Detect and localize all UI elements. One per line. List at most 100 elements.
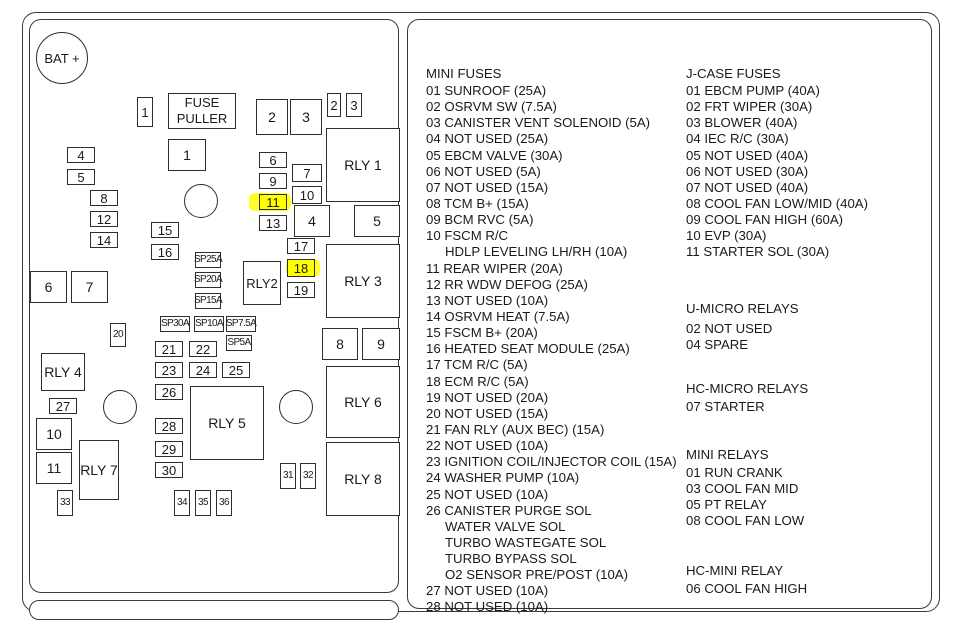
right_column-line: 03 BLOWER (40A)	[686, 115, 798, 130]
fuse-24: 24	[189, 362, 217, 378]
left_column-line: 11 REAR WIPER (20A)	[426, 261, 563, 276]
right_column-line: 07 NOT USED (40A)	[686, 180, 809, 195]
left_column-line: TURBO WASTEGATE SOL	[445, 535, 607, 550]
fuse-2: 2	[327, 93, 341, 117]
spare-fuse-sp10a: SP10A	[194, 316, 224, 332]
fuse-10: 10	[292, 186, 322, 204]
left_column-line: HDLP LEVELING LH/RH (10A)	[445, 244, 628, 259]
fuse-14: 14	[90, 232, 118, 248]
right_column-line: 08 COOL FAN LOW/MID (40A)	[686, 196, 868, 211]
right_column-line: 09 COOL FAN HIGH (60A)	[686, 212, 844, 227]
left_column-line: 03 CANISTER VENT SOLENOID (5A)	[426, 115, 651, 130]
right_column-line: HC-MINI RELAY	[686, 563, 784, 578]
fuse-8: 8	[90, 190, 118, 206]
left_column-line: TURBO BYPASS SOL	[445, 551, 577, 566]
mounting-hole-3	[279, 390, 313, 424]
right_column-line: 05 NOT USED (40A)	[686, 148, 809, 163]
fuse-26: 26	[155, 384, 183, 400]
battery-terminal: BAT +	[36, 32, 88, 84]
left_column-line: O2 SENSOR PRE/POST (10A)	[445, 567, 628, 582]
left_column-line: 14 OSRVM HEAT (7.5A)	[426, 309, 570, 324]
fuse-15: 15	[151, 222, 179, 238]
left_column-line: 21 FAN RLY (AUX BEC) (15A)	[426, 422, 605, 437]
fuse-11: 11	[259, 194, 287, 210]
right_column-line: 10 EVP (30A)	[686, 228, 767, 243]
relay-rly-1: RLY 1	[326, 128, 400, 202]
right_column-line: 04 IEC R/C (30A)	[686, 131, 789, 146]
right_column-line: 02 FRT WIPER (30A)	[686, 99, 813, 114]
left_column-line: 05 EBCM VALVE (30A)	[426, 148, 563, 163]
fuse-28: 28	[155, 418, 183, 434]
fuse-30: 30	[155, 462, 183, 478]
fuse-19: 19	[287, 282, 315, 298]
fuse-27: 27	[49, 398, 77, 414]
left_column-line: 07 NOT USED (15A)	[426, 180, 549, 195]
legend-panel	[407, 19, 932, 609]
fuse-22: 22	[189, 341, 217, 357]
left_column-line: 20 NOT USED (15A)	[426, 406, 549, 421]
right_column-line: 08 COOL FAN LOW	[686, 513, 805, 528]
spare-fuse-sp7-5a: SP7.5A	[226, 316, 257, 332]
spare-fuse-sp5a: SP5A	[226, 335, 252, 351]
fuse-13: 13	[259, 215, 287, 231]
right_column-line: MINI RELAYS	[686, 447, 769, 462]
lower-panel-edge	[29, 600, 399, 620]
fuse-7: 7	[71, 271, 108, 303]
relay-rly2: RLY2	[243, 261, 281, 305]
fuse-18: 18	[287, 259, 315, 277]
left_column-line: 24 WASHER PUMP (10A)	[426, 470, 580, 485]
left_column-line: 25 NOT USED (10A)	[426, 487, 549, 502]
fuse-5: 5	[67, 169, 95, 185]
spare-fuse-sp15a: SP15A	[194, 293, 223, 309]
relay-rly-5: RLY 5	[190, 386, 264, 460]
left_column-line: 22 NOT USED (10A)	[426, 438, 549, 453]
fuse-20: 20	[110, 323, 126, 347]
right_column-line: 02 NOT USED	[686, 321, 773, 336]
left_column-line: 01 SUNROOF (25A)	[426, 83, 547, 98]
right_column-line: 11 STARTER SOL (30A)	[686, 244, 830, 259]
left_column-line: 06 NOT USED (5A)	[426, 164, 541, 179]
left_column-line: 13 NOT USED (10A)	[426, 293, 549, 308]
fuse-1: 1	[137, 97, 153, 127]
fuse-5: 5	[354, 205, 400, 237]
mounting-hole-2	[103, 390, 137, 424]
spare-fuse-sp20a: SP20A	[194, 272, 223, 288]
right_column-line: 05 PT RELAY	[686, 497, 767, 512]
left_column-line: 16 HEATED SEAT MODULE (25A)	[426, 341, 630, 356]
left_column-line: 08 TCM B+ (15A)	[426, 196, 529, 211]
fuse-6: 6	[30, 271, 67, 303]
right_column-line: 07 STARTER	[686, 399, 765, 414]
left_column-line: 23 IGNITION COIL/INJECTOR COIL (15A)	[426, 454, 677, 469]
left_column-line: 15 FSCM B+ (20A)	[426, 325, 538, 340]
fuse-11: 11	[36, 452, 72, 484]
right_column-line: 03 COOL FAN MID	[686, 481, 799, 496]
fuse-9: 9	[362, 328, 400, 360]
left_column-line: 09 BCM RVC (5A)	[426, 212, 534, 227]
fuse-12: 12	[90, 211, 118, 227]
left_column-line: 02 OSRVM SW (7.5A)	[426, 99, 557, 114]
right_column-line: 04 SPARE	[686, 337, 749, 352]
spare-fuse-sp25a: SP25A	[194, 252, 223, 268]
left_column-line: 12 RR WDW DEFOG (25A)	[426, 277, 588, 292]
left_column-line: 26 CANISTER PURGE SOL	[426, 503, 592, 518]
fuse-7: 7	[292, 164, 322, 182]
relay-rly-6: RLY 6	[326, 366, 400, 438]
relay-rly-4: RLY 4	[41, 353, 85, 391]
fuse-25: 25	[222, 362, 250, 378]
fuse-29: 29	[155, 441, 183, 457]
relay-rly-8: RLY 8	[326, 442, 400, 516]
fuse-36: 36	[216, 490, 232, 516]
battery-label: BAT +	[44, 50, 80, 66]
left_column-line: 17 TCM R/C (5A)	[426, 357, 528, 372]
right_column-line: 01 EBCM PUMP (40A)	[686, 83, 820, 98]
right_column-line: 06 COOL FAN HIGH	[686, 581, 808, 596]
left_column-line: 28 NOT USED (10A)	[426, 599, 549, 614]
fuse-33: 33	[57, 490, 73, 516]
fuse-35: 35	[195, 490, 211, 516]
fuse-2: 2	[256, 99, 288, 135]
relay-rly-7: RLY 7	[79, 440, 119, 500]
fuse-10: 10	[36, 418, 72, 450]
left_column-line: 19 NOT USED (20A)	[426, 390, 549, 405]
mounting-hole-1	[184, 184, 218, 218]
fuse-17: 17	[287, 238, 315, 254]
